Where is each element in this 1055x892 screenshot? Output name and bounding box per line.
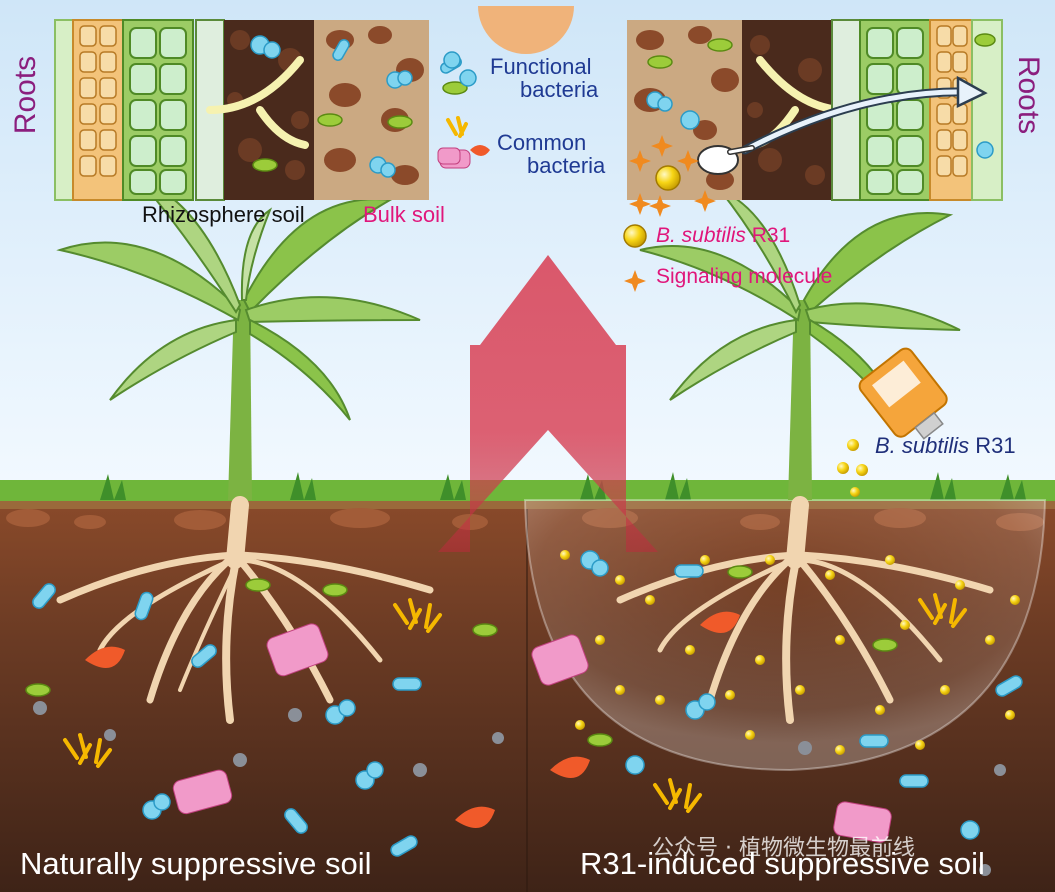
legend-functional-bacteria-icon [443,51,477,87]
legend-functional-bacteria: Functional bacteria [490,55,598,101]
root-system-right [616,496,994,724]
legend-bsubtilis-strain: R31 [745,224,791,247]
banana-plant-left [56,177,421,500]
legend-common-line2: bacteria [527,153,606,178]
big-up-arrow [438,255,658,552]
legend-functional-line1: Functional [490,54,592,79]
sun [478,6,574,54]
pointing-hand-icon [697,145,755,175]
bottle-bsubtilis-name: B. subtilis [875,433,970,458]
legend-common-bacteria-icon [437,147,461,165]
legend-bsubtilis-name: B. subtilis [656,224,746,247]
legend-bsubtilis-icon [623,224,647,248]
bacteria-icons [25,33,1023,876]
grass-tufts [100,472,1026,500]
roots-label-left: Roots [9,55,42,135]
r31-induced-suppressive-soil-label: R31-induced suppressive soil [580,846,985,881]
rhizosphere-soil-label: Rhizosphere soil [142,202,305,227]
bulk-soil-label: Bulk soil [363,202,445,227]
legend-signaling-molecule: Signaling molecule [656,265,833,288]
r31-cells-in-soil [560,550,1020,755]
banana-plant-right [639,187,961,500]
signaling-molecule-stars [624,135,716,292]
cell-panel-right [627,19,1003,201]
bottle-bsubtilis-strain: R31 [969,433,1016,458]
cell-panel-left [54,19,429,201]
legend-common-bacteria: Common bacteria [497,131,605,177]
naturally-suppressive-soil-label: Naturally suppressive soil [20,846,372,881]
r31-bottle [858,347,948,440]
legend-functional-line2: bacteria [520,77,599,102]
legend-bsubtilis-r31: B. subtilis R31 [656,224,790,248]
r31-pour-drops [837,439,868,497]
watermark-text: 公众号 · 植物微生物最前线 [652,836,915,861]
bottle-bsubtilis-label: B. subtilis R31 [875,433,1016,459]
legend-common-line1: Common [497,130,587,155]
roots-label-right: Roots [1012,55,1045,135]
